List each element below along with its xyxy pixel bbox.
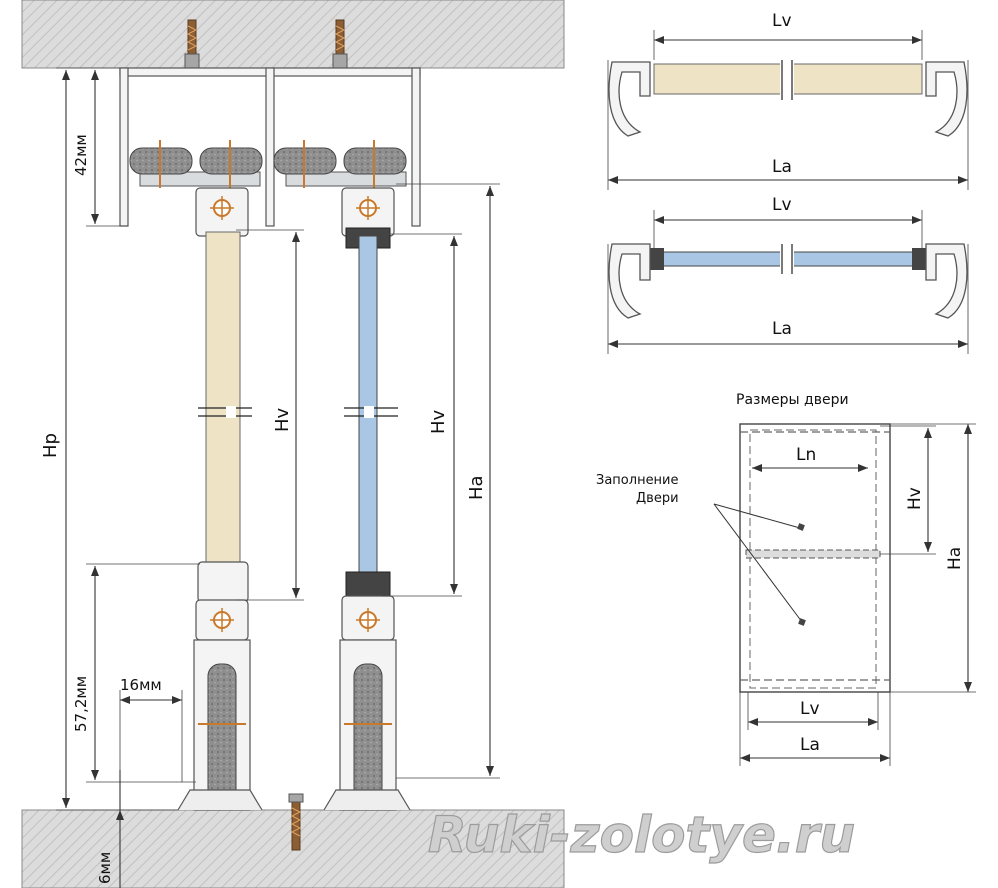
section-view-wood [607,30,969,190]
label-6mm: 6мм [96,852,114,884]
top-rollers [129,140,407,188]
door-filling-label-2: Двери [636,491,679,506]
door-filling-label-1: Заполнение [596,473,679,488]
label-la-top: La [772,157,792,177]
label-57-2mm: 57,2мм [72,676,90,732]
door-sizes-title: Размеры двери [736,392,849,408]
label-door-ha: Ha [945,547,965,570]
label-lv-mid: Lv [772,195,792,215]
right-door-glass [339,187,397,811]
label-la-mid: La [772,319,792,339]
label-42mm: 42мм [72,134,90,176]
label-lv-top: Lv [772,11,792,31]
left-door-wood [193,187,251,811]
label-hv-left: Hv [272,407,293,432]
dimension-lines-left [56,67,500,888]
label-16mm: 16мм [120,676,162,694]
bottom-rail [177,789,411,851]
label-hv-right: Hv [428,409,449,434]
label-ha-left: Ha [466,475,487,500]
label-door-ln: Ln [796,445,816,465]
break-marks [198,406,398,418]
ceiling-slab [21,0,565,69]
label-door-lv: Lv [800,699,820,719]
top-screws [184,19,348,69]
watermark: Ruki-zolotye.ru [428,806,855,864]
label-door-hv: Hv [905,487,925,510]
door-front-view [713,423,976,766]
section-view-glass [607,210,969,354]
label-hp: Hp [40,433,61,458]
label-door-la: La [800,735,820,755]
